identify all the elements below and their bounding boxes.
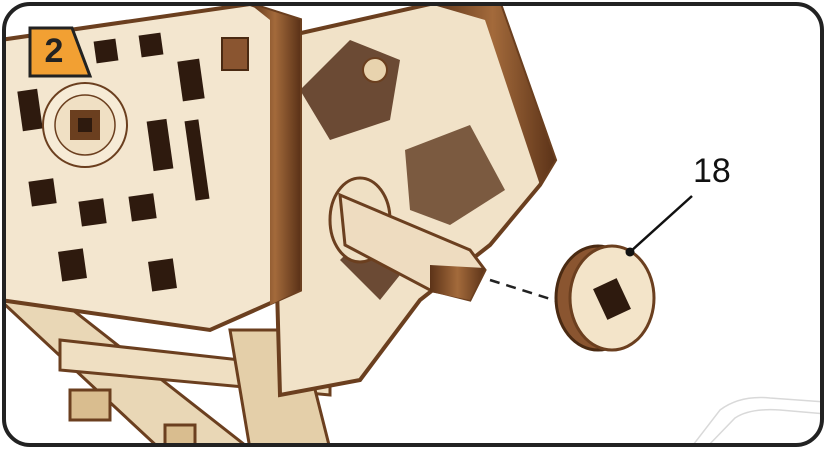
part-18-washer [556,246,654,350]
callout-dot [626,248,635,257]
part-number-label: 18 [693,152,731,191]
step-number: 2 [36,28,72,74]
